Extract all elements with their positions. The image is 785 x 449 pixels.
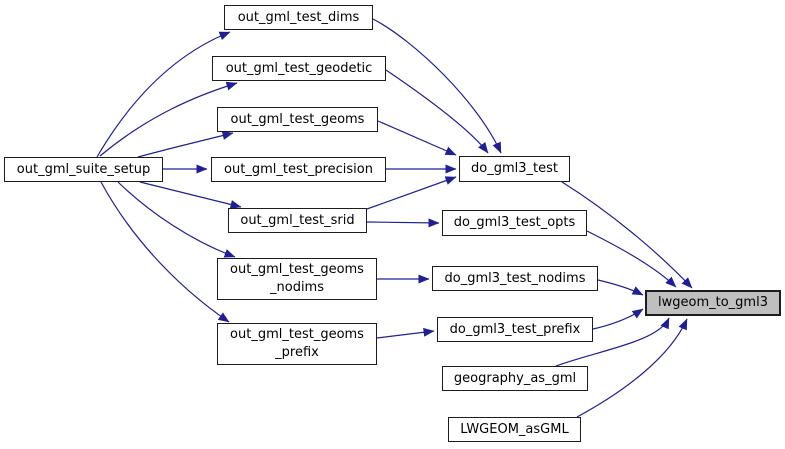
edge-do_gml3_test-to-lwgeom_to_gml3 <box>561 181 693 289</box>
graph-node-lwgeom_to_gml3: lwgeom_to_gml3 <box>645 290 781 316</box>
graph-node-out_gml_test_precision[interactable]: out_gml_test_precision <box>211 157 386 182</box>
edge-out_gml_suite_setup-to-out_gml_test_srid <box>139 181 242 209</box>
edge-do_gml3_test_opts-to-lwgeom_to_gml3 <box>586 230 677 288</box>
graph-node-do_gml3_test[interactable]: do_gml3_test <box>459 156 570 182</box>
edge-out_gml_suite_setup-to-out_gml_test_geoms <box>137 131 234 158</box>
edge-do_gml3_test_prefix-to-lwgeom_to_gml3 <box>592 308 644 330</box>
edge-out_gml_test_srid-to-do_gml3_test <box>366 176 457 210</box>
edge-do_gml3_test_nodims-to-lwgeom_to_gml3 <box>597 279 644 296</box>
edge-out_gml_suite_setup-to-out_gml_test_geodetic <box>99 81 238 157</box>
edge-out_gml_suite_setup-to-out_gml_test_geoms_nodims <box>117 181 236 258</box>
graph-node-out_gml_test_geoms_prefix[interactable]: out_gml_test_geoms _prefix <box>217 323 377 365</box>
edge-geography_as_gml-to-lwgeom_to_gml3 <box>555 317 670 367</box>
graph-node-out_gml_test_geodetic[interactable]: out_gml_test_geodetic <box>212 56 386 81</box>
graph-node-do_gml3_test_nodims[interactable]: do_gml3_test_nodims <box>432 266 598 291</box>
graph-node-do_gml3_test_opts[interactable]: do_gml3_test_opts <box>442 210 587 236</box>
graph-node-out_gml_test_srid[interactable]: out_gml_test_srid <box>228 208 367 233</box>
edge-out_gml_test_geoms_prefix-to-do_gml3_test_prefix <box>376 327 435 339</box>
edge-LWGEOM_asGML-to-lwgeom_to_gml3 <box>576 318 688 418</box>
edge-out_gml_suite_setup-to-out_gml_test_dims <box>96 31 231 158</box>
graph-node-out_gml_test_dims[interactable]: out_gml_test_dims <box>224 5 373 30</box>
edge-out_gml_test_geoms-to-do_gml3_test <box>377 120 457 156</box>
edges-group <box>96 18 693 418</box>
graph-node-out_gml_test_geoms_nodims[interactable]: out_gml_test_geoms _nodims <box>217 258 377 300</box>
edge-out_gml_test_dims-to-do_gml3_test <box>372 18 502 154</box>
graph-node-LWGEOM_asGML[interactable]: LWGEOM_asGML <box>448 417 581 442</box>
graph-node-out_gml_test_geoms[interactable]: out_gml_test_geoms <box>217 107 378 132</box>
edge-out_gml_test_srid-to-do_gml3_test_opts <box>366 218 440 228</box>
graph-node-do_gml3_test_prefix[interactable]: do_gml3_test_prefix <box>437 317 593 342</box>
edge-out_gml_suite_setup-to-out_gml_test_geoms_prefix <box>100 181 230 323</box>
graph-node-geography_as_gml[interactable]: geography_as_gml <box>442 366 588 391</box>
edge-out_gml_test_geodetic-to-do_gml3_test <box>385 69 489 154</box>
graph-node-out_gml_suite_setup[interactable]: out_gml_suite_setup <box>4 157 163 182</box>
